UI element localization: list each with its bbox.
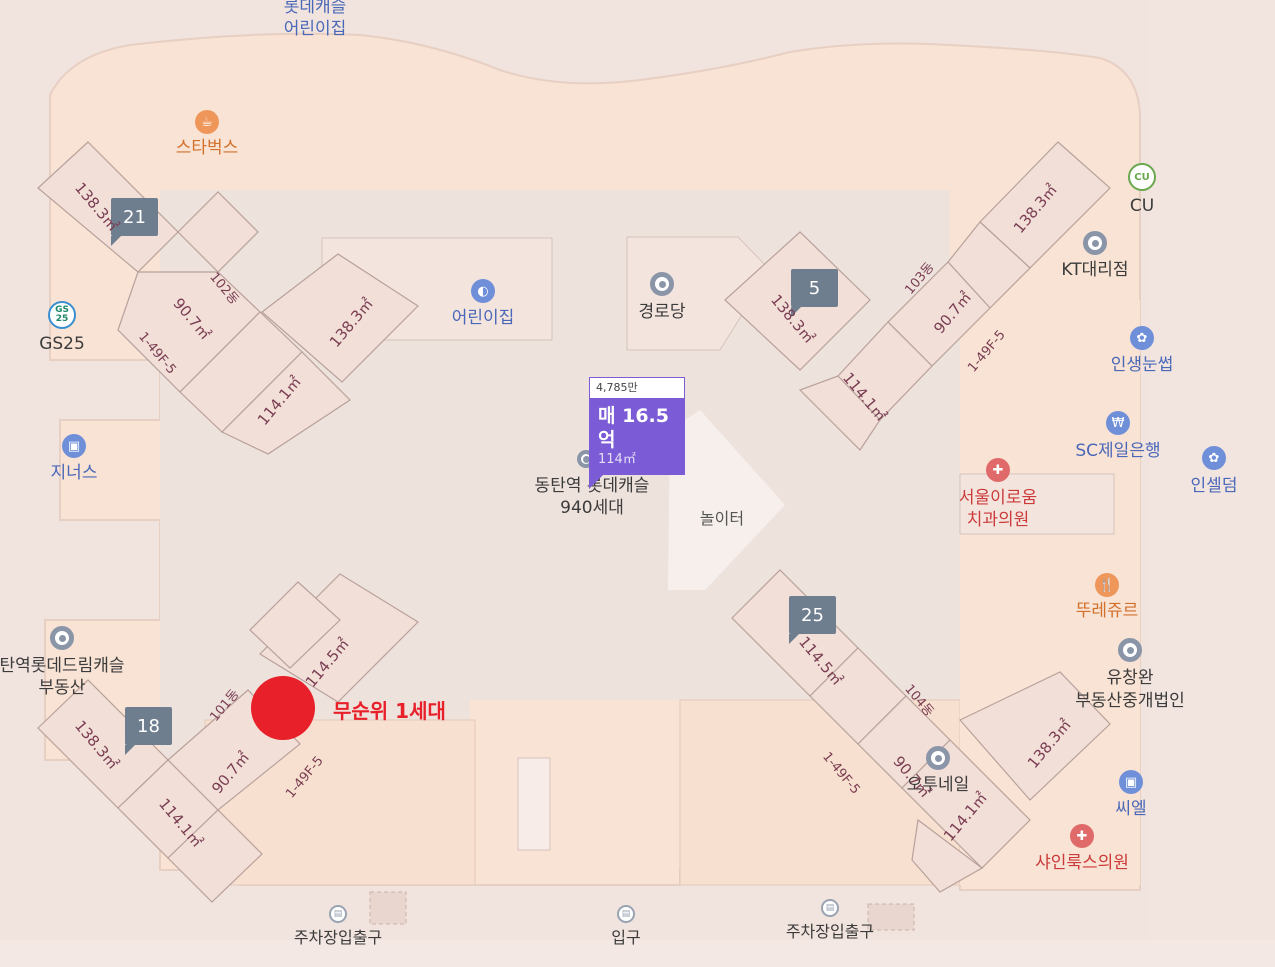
poi-dental-label[interactable]: 서울이로움 치과의원: [958, 488, 1038, 530]
poi-shinelux-label[interactable]: 샤인룩스의원: [1035, 853, 1129, 873]
price-card-price: 매 16.5억: [598, 405, 669, 451]
building-marker-5[interactable]: 5: [791, 269, 838, 317]
poi-kt-label[interactable]: KT대리점: [1061, 260, 1129, 280]
realestate-ring-marker-icon[interactable]: [1118, 638, 1142, 662]
poi-starbucks-label[interactable]: 스타벅스: [175, 138, 239, 158]
beauty-icon-2[interactable]: ✿: [1202, 446, 1226, 470]
poi-daycare-label[interactable]: 어린이집: [451, 308, 515, 328]
bank-icon[interactable]: ₩: [1106, 411, 1130, 435]
poi-nail-label[interactable]: 오투네일: [906, 775, 970, 795]
poi-realestate-corp-label[interactable]: 유창완 부동산중개법인: [1075, 668, 1185, 711]
poi-sc-bank-label[interactable]: SC제일은행: [1075, 441, 1161, 461]
kt-ring-marker-icon[interactable]: [1083, 231, 1107, 255]
poi-realestate-left-label[interactable]: 탄역롯데드림캐슬 부동산: [0, 656, 125, 698]
building-marker-21[interactable]: 21: [111, 198, 158, 246]
price-card-body: 매 16.5억 114㎡: [589, 399, 685, 475]
shopping-bag-icon[interactable]: ▣: [62, 434, 86, 458]
cu-logo-icon[interactable]: CU: [1128, 163, 1156, 191]
poi-senior-center-label[interactable]: 경로당: [638, 302, 686, 322]
beauty-icon[interactable]: ✿: [1130, 326, 1154, 350]
poi-cu-label[interactable]: CU: [1129, 196, 1155, 216]
poi-touslesjours-label[interactable]: 뚜레쥬르: [1075, 601, 1139, 621]
senior-center-ring-marker-icon[interactable]: [650, 272, 674, 296]
poi-daycare-top[interactable]: 롯데캐슬 어린이집: [284, 0, 347, 40]
poi-ciel-label[interactable]: 씨엘: [1115, 799, 1147, 819]
cafe-icon[interactable]: ☕: [195, 110, 219, 134]
building-marker-25[interactable]: 25: [789, 596, 836, 644]
price-card-area: 114㎡: [598, 452, 636, 467]
price-card-subtitle: 4,785만: [589, 377, 685, 399]
highlight-dot-marker[interactable]: [251, 676, 315, 740]
complex-households: 940세대: [560, 498, 624, 518]
restaurant-icon[interactable]: 🍴: [1095, 573, 1119, 597]
price-card-pointer: [589, 475, 603, 489]
poi-incelldeom-label[interactable]: 인셀덤: [1190, 476, 1238, 496]
hospital-icon[interactable]: ✚: [986, 458, 1010, 482]
poi-entrance-label[interactable]: 입구: [611, 928, 641, 947]
nail-ring-marker-icon[interactable]: [926, 746, 950, 770]
poi-zinus-label[interactable]: 지너스: [50, 463, 98, 483]
entrance-icon-2[interactable]: ▤: [617, 905, 635, 923]
shopping-bag-icon-2[interactable]: ▣: [1119, 770, 1143, 794]
entrance-icon[interactable]: ▤: [329, 905, 347, 923]
highlight-annotation: 무순위 1세대: [333, 699, 446, 723]
price-card[interactable]: 4,785만 매 16.5억 114㎡: [589, 377, 685, 489]
realestate-left-ring-marker-icon[interactable]: [50, 626, 74, 650]
poi-daycare-top-label: 롯데캐슬 어린이집: [283, 0, 347, 39]
entrance-icon-3[interactable]: ▤: [821, 899, 839, 917]
poi-gs25-label[interactable]: GS25: [39, 334, 85, 354]
poi-parking-entrance-left-label[interactable]: 주차장입출구: [293, 928, 383, 947]
building-marker-18[interactable]: 18: [125, 707, 172, 755]
daycare-icon[interactable]: ◐: [471, 279, 495, 303]
poi-parking-entrance-right-label[interactable]: 주차장입출구: [785, 922, 875, 941]
hospital-icon-2[interactable]: ✚: [1070, 824, 1094, 848]
playground-label: 놀이터: [699, 509, 745, 528]
poi-eyebrow-label[interactable]: 인생눈썹: [1110, 355, 1174, 375]
